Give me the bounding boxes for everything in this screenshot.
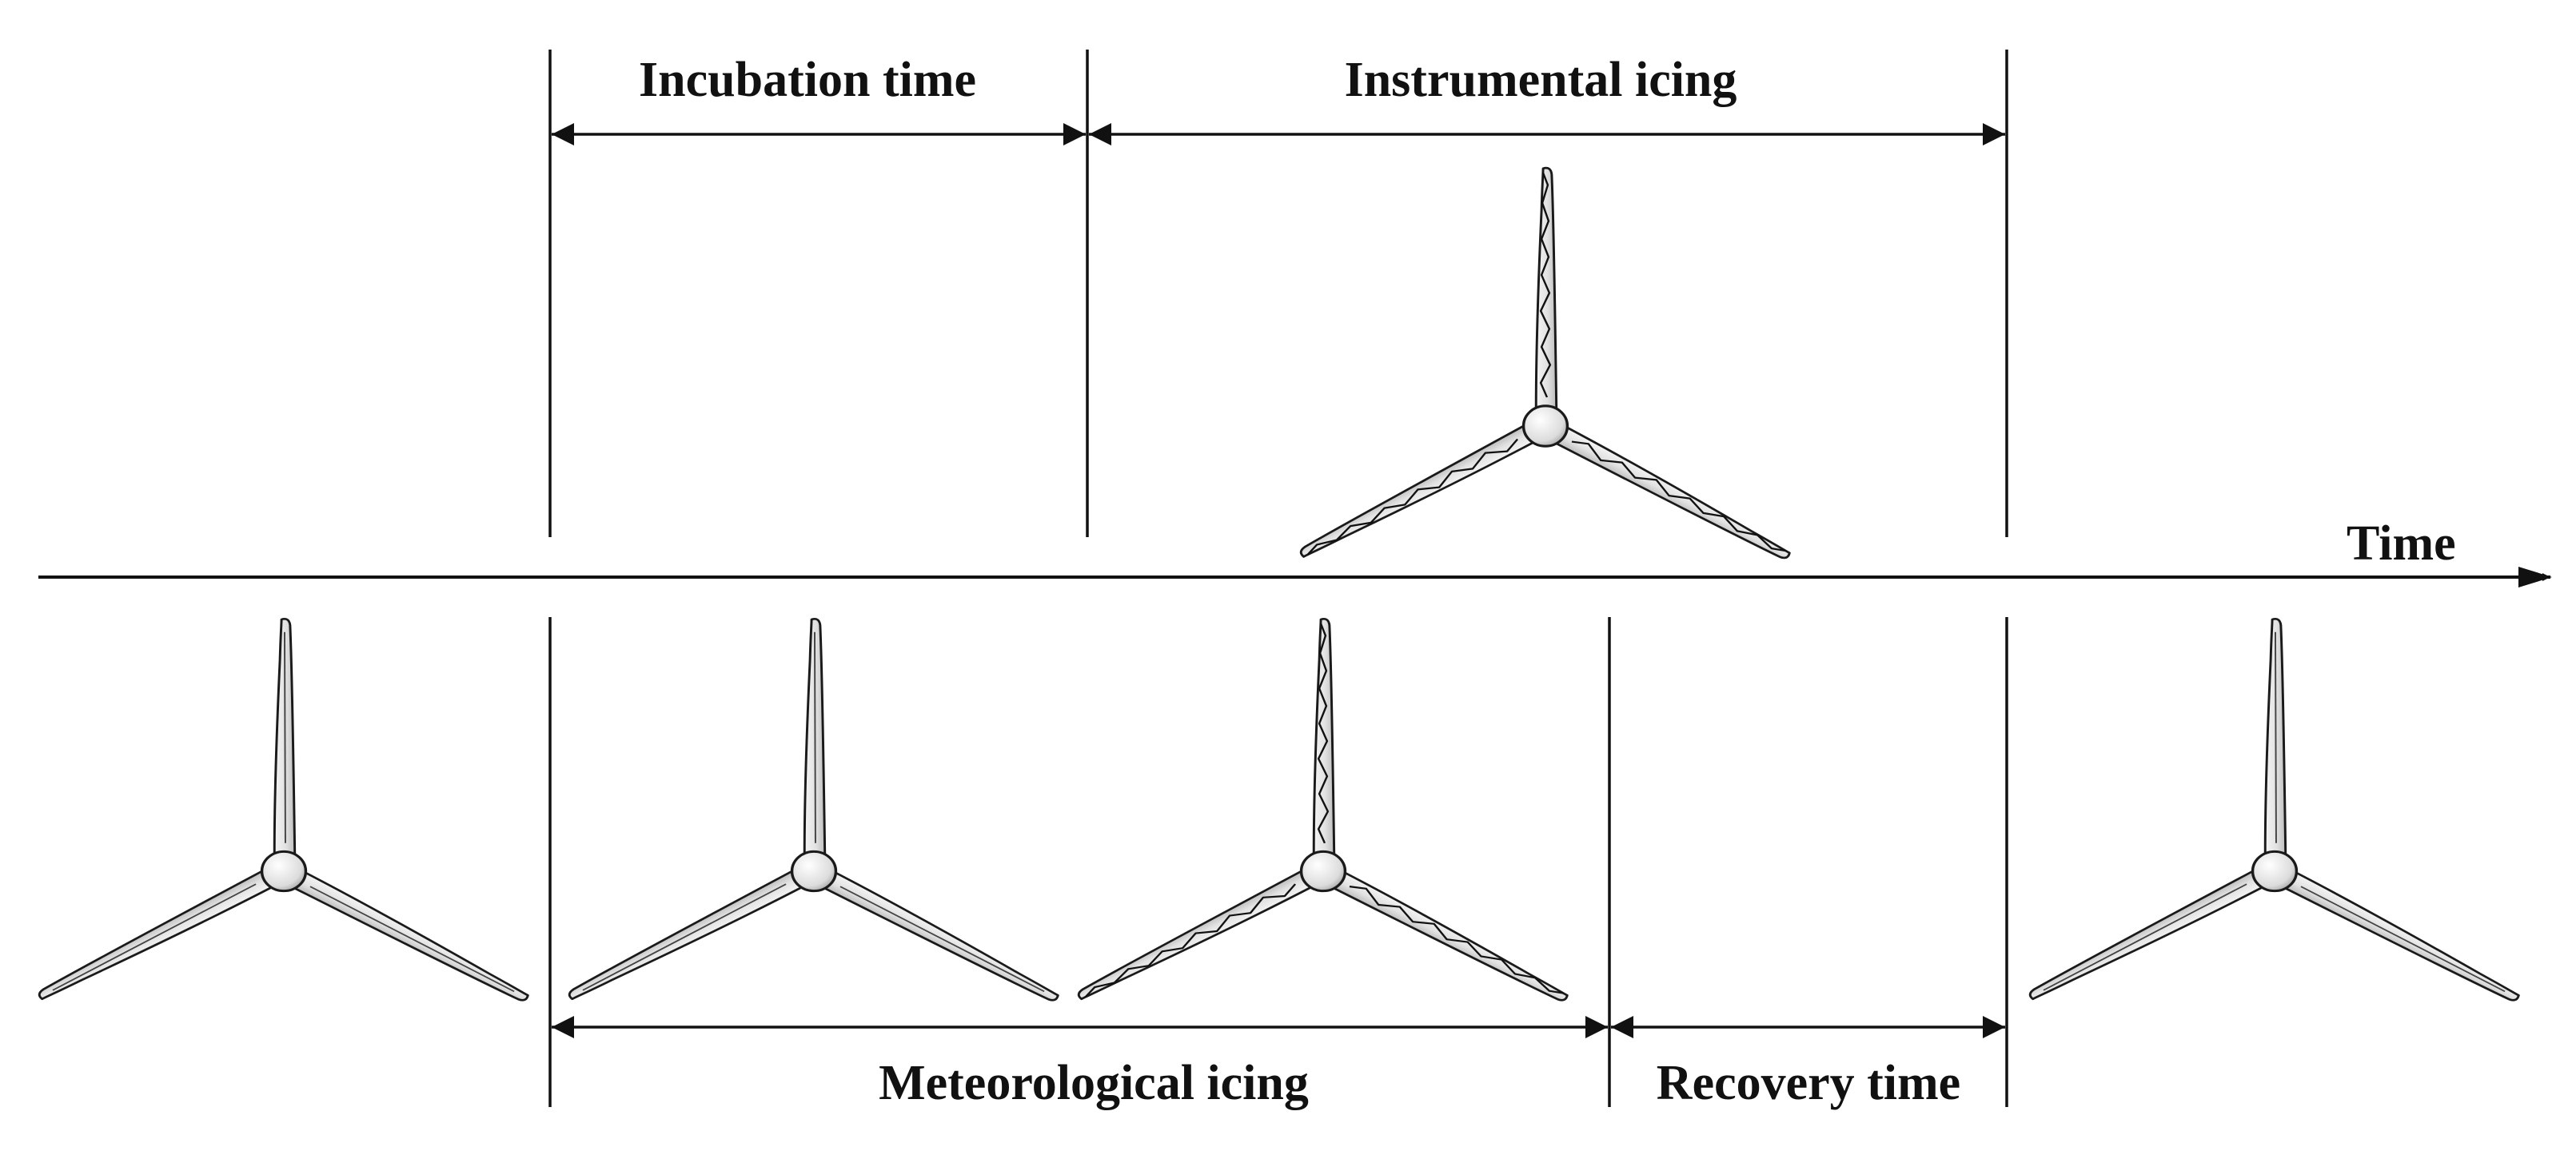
turbine-icing-start [563, 617, 1064, 1008]
recovery-time-label: Recovery time [1657, 1056, 1960, 1110]
instrumental-icing-label: Instrumental icing [1345, 53, 1737, 107]
turbine-iced-meteorological [1072, 617, 1573, 1008]
time-axis-label: Time [2347, 516, 2456, 571]
turbine-iced-instrumental [1294, 166, 1796, 566]
meteorological-icing-label: Meteorological icing [879, 1056, 1309, 1110]
time-axis-arrowhead [2518, 567, 2552, 587]
turbine-after-recovery [2024, 617, 2525, 1008]
incubation-time-label: Incubation time [639, 53, 976, 107]
turbine-before-icing [33, 617, 534, 1008]
